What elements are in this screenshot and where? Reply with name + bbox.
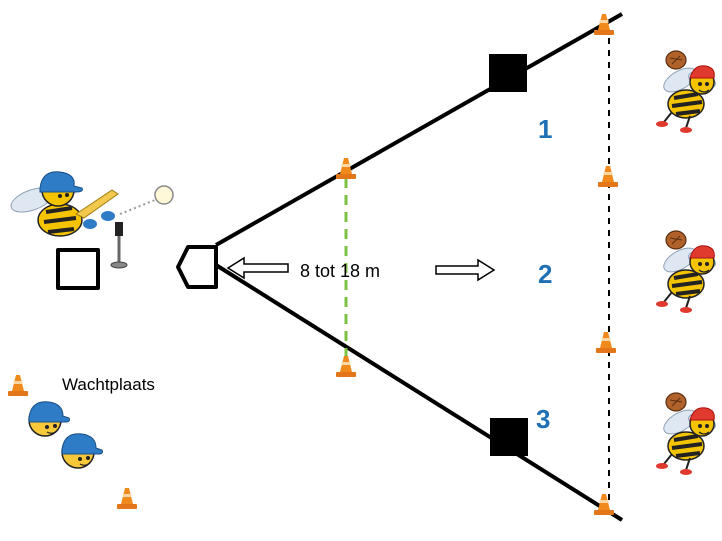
zone-number-2: 2 [538, 259, 552, 289]
cone-icon [594, 14, 614, 35]
arrow-right-icon [435, 258, 496, 282]
zone-number-3: 3 [536, 404, 550, 434]
cone-icon [596, 332, 616, 353]
third-base-square [490, 418, 528, 456]
waiting-player-icon [61, 433, 104, 469]
fielder-bee-icon [654, 49, 720, 135]
home-plate-batter [56, 248, 100, 290]
first-base-square [489, 54, 527, 92]
waiting-player-icon [28, 401, 71, 437]
field-lines [214, 12, 624, 522]
arrow-left-icon [226, 256, 289, 280]
home-plate-field [176, 245, 218, 289]
batting-tee-icon [110, 222, 128, 269]
cone-icon [598, 166, 618, 187]
fielder-bee-icon [654, 391, 720, 477]
fielder-bee-icon [654, 229, 720, 315]
third-base-line [214, 263, 624, 522]
cone-icon [336, 356, 356, 377]
first-base-line [215, 12, 623, 247]
batter-bee-icon [10, 171, 174, 237]
distance-label: 8 tot 18 m [300, 261, 380, 281]
zone-number-1: 1 [538, 114, 552, 144]
waiting-label: Wachtplaats [62, 375, 155, 394]
cone-icon [8, 375, 28, 396]
cone-icon [117, 488, 137, 509]
